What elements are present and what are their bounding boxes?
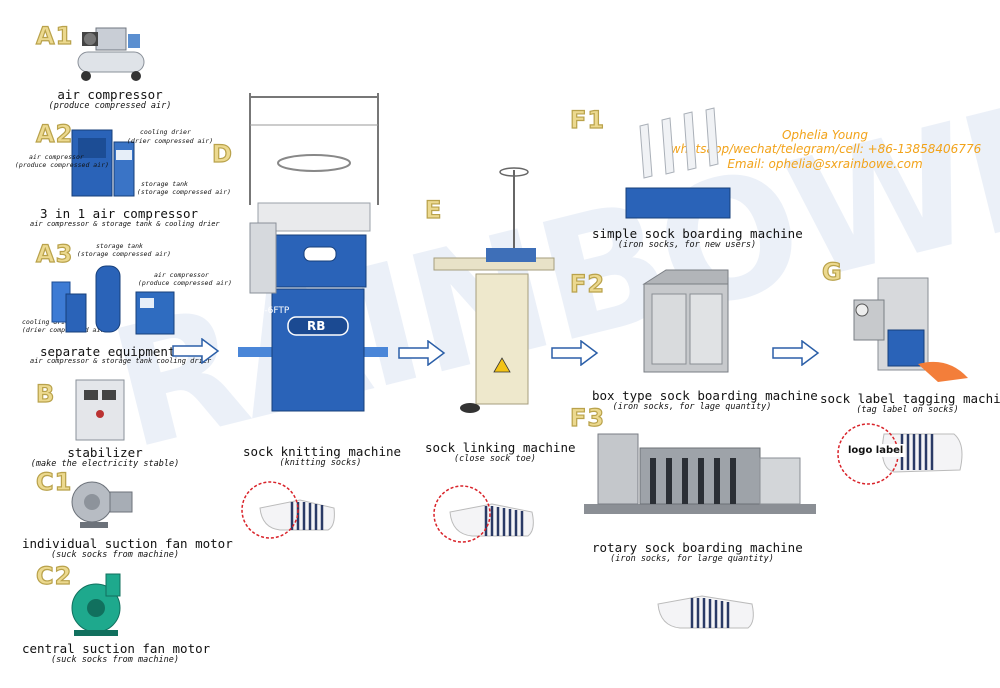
code-b: B xyxy=(36,380,55,408)
code-a1: A1 xyxy=(36,22,73,50)
knitting-machine-image xyxy=(228,85,398,415)
d-title: sock knitting machine xyxy=(243,444,398,459)
f3-title: rotary sock boarding machine xyxy=(592,540,792,555)
f2-sub: (iron socks, for lage quantity) xyxy=(592,402,792,412)
e-sub: (close sock toe) xyxy=(425,454,565,464)
f3-sub: (iron socks, for large quantity) xyxy=(592,554,792,564)
linked-sock-image xyxy=(432,484,542,548)
contact-email[interactable]: Email: ophelia@sxrainbowe.com xyxy=(705,157,945,171)
arrow-to-tagging xyxy=(772,340,820,366)
g-sub: (tag label on socks) xyxy=(820,405,995,415)
knitting-brand-badge: RB xyxy=(307,319,325,333)
a2-note-cooling-drier: cooling drier xyxy=(140,128,191,136)
f2-title: box type sock boarding machine xyxy=(592,388,792,403)
a2-title: 3 in 1 air compressor xyxy=(40,206,185,221)
a3-note-storage-tank: storage tank xyxy=(96,242,143,250)
a3-note-storage-tank-sub: (storage compressed air) xyxy=(77,250,171,258)
a1-sub: (produce compressed air) xyxy=(40,101,180,111)
rotary-boarding-machine-image xyxy=(580,428,820,532)
a2-note-storage-tank: storage tank xyxy=(141,180,188,188)
c1-sub: (suck socks from machine) xyxy=(40,550,190,560)
g-title: sock label tagging machine xyxy=(820,391,995,406)
arrow-to-boarding xyxy=(551,340,599,366)
stabilizer-image xyxy=(74,378,126,442)
air-compressor-image xyxy=(72,18,150,84)
individual-fan-motor-image xyxy=(66,478,136,530)
e-title: sock linking machine xyxy=(425,440,565,455)
f1-title: simple sock boarding machine xyxy=(592,226,782,241)
a2-note-storage-tank-sub: (storage compressed air) xyxy=(137,188,231,196)
c2-sub: (suck socks from machine) xyxy=(40,655,190,665)
b-title: stabilizer xyxy=(40,445,170,460)
code-f2: F2 xyxy=(570,270,605,298)
contact-name: Ophelia Young xyxy=(700,128,950,142)
central-fan-motor-image xyxy=(66,572,136,638)
a2-note-air-compressor: air compressor xyxy=(29,153,84,161)
c2-title: central suction fan motor xyxy=(22,641,207,656)
linking-machine-image xyxy=(430,162,560,422)
code-f1: F1 xyxy=(570,106,605,134)
separate-equipment-image xyxy=(44,260,179,340)
code-g: G xyxy=(822,258,843,286)
logo-label-tag: logo label xyxy=(846,444,905,457)
simple-boarding-machine-image xyxy=(622,106,737,224)
code-a2: A2 xyxy=(36,120,73,148)
a2-sub: air compressor & storage tank & cooling … xyxy=(30,220,195,228)
d-sub: (knitting socks) xyxy=(243,458,398,468)
box-boarding-machine-image xyxy=(636,268,736,380)
knitting-model-label: RB-6FTP xyxy=(252,306,289,316)
label-tagging-machine-image xyxy=(848,270,988,388)
knitted-sock-image xyxy=(240,478,340,542)
f1-sub: (iron socks, for new users) xyxy=(592,240,782,250)
a2-note-cooling-drier-sub: (drier compressed air) xyxy=(127,137,213,145)
arrow-to-knitting xyxy=(172,338,220,364)
a1-title: air compressor xyxy=(40,87,180,102)
a3-sub: air compressor & storage tank cooling dr… xyxy=(30,357,190,365)
a2-note-air-compressor-sub: (produce compressed air) xyxy=(15,161,109,169)
c1-title: individual suction fan motor xyxy=(22,536,207,551)
boarded-sock-image xyxy=(652,578,762,638)
